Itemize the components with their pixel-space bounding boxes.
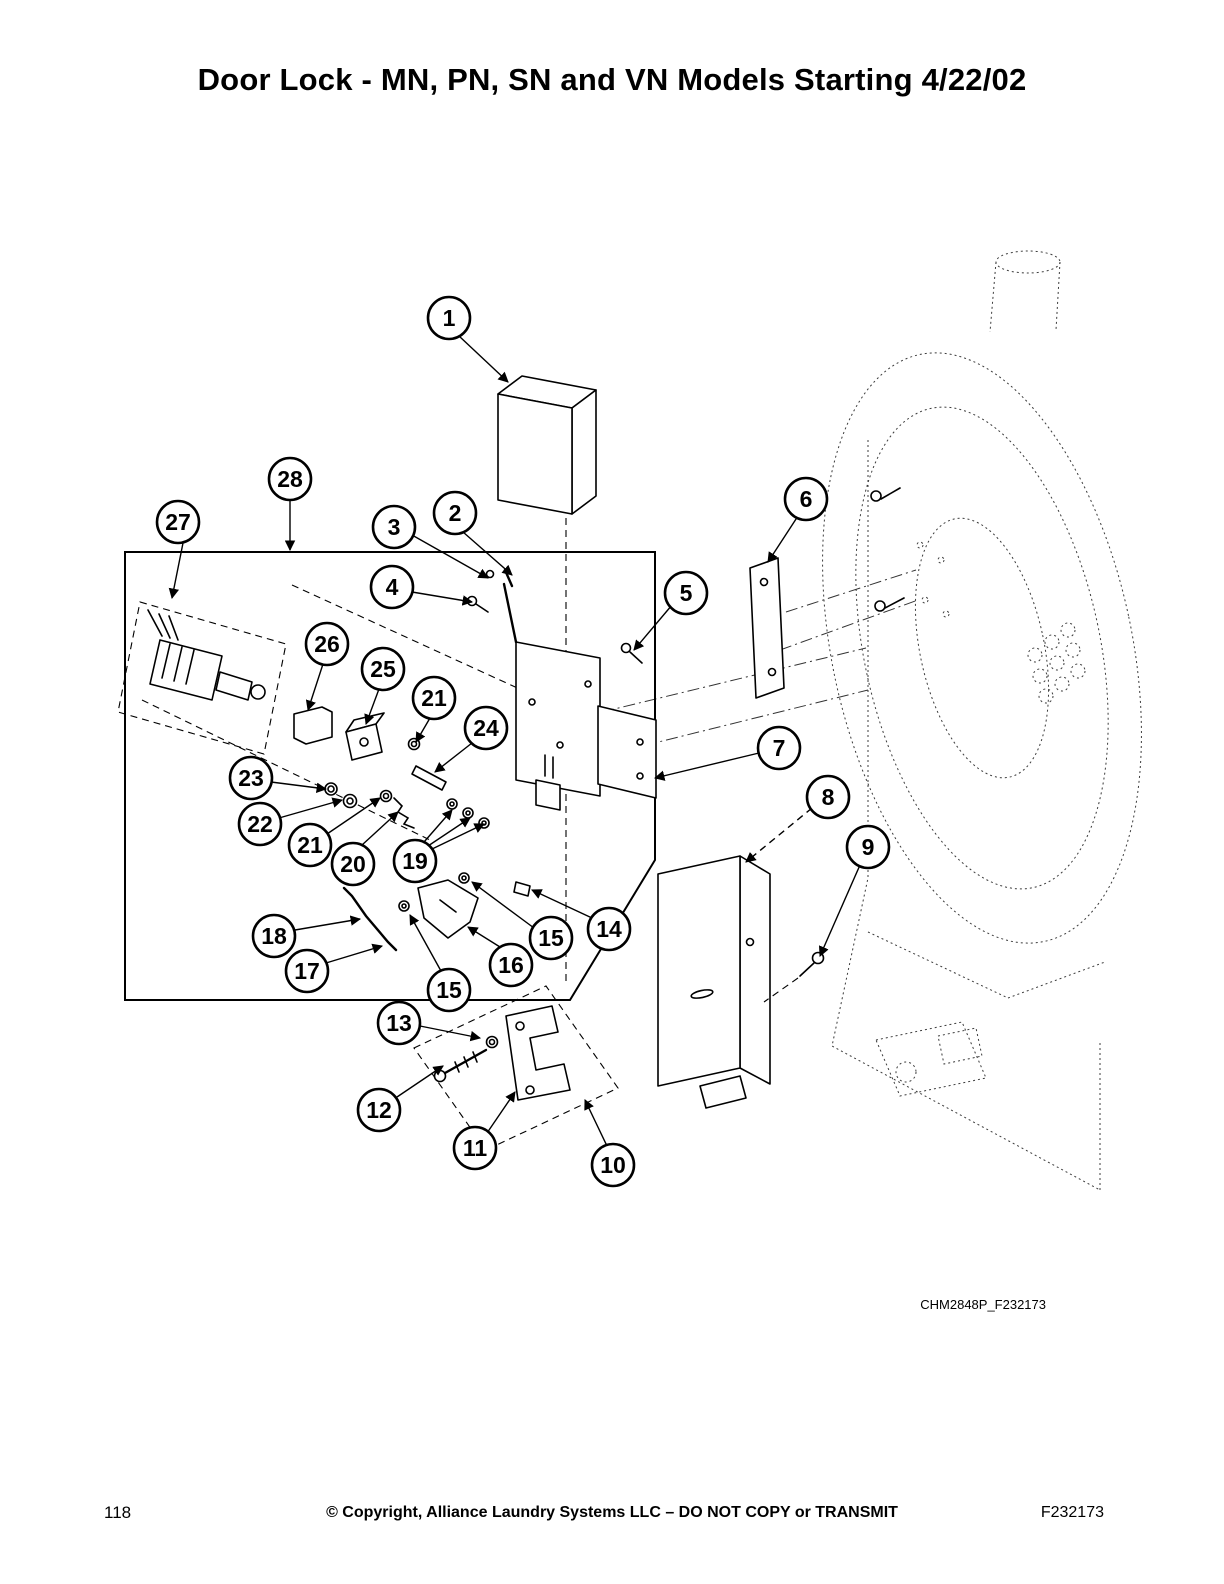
bracket-part-6 bbox=[749, 487, 905, 699]
svg-text:6: 6 bbox=[800, 486, 813, 512]
callout-22: 22 bbox=[237, 801, 283, 847]
callout-16: 16 bbox=[488, 942, 534, 988]
callout-14: 14 bbox=[586, 906, 632, 952]
callout-20: 20 bbox=[330, 841, 376, 887]
cover-part-8 bbox=[657, 855, 825, 1109]
callout-15b: 15 bbox=[426, 967, 472, 1013]
svg-text:14: 14 bbox=[596, 916, 622, 942]
callout-8: 8 bbox=[805, 774, 851, 820]
hardware-row bbox=[324, 737, 490, 829]
svg-text:26: 26 bbox=[314, 631, 340, 657]
page-footer: 118 © Copyright, Alliance Laundry System… bbox=[0, 1503, 1224, 1527]
svg-text:19: 19 bbox=[402, 848, 428, 874]
svg-text:3: 3 bbox=[388, 514, 401, 540]
callout-7: 7 bbox=[756, 725, 802, 771]
svg-text:2: 2 bbox=[449, 500, 462, 526]
lock-mounting-plate bbox=[515, 641, 657, 811]
callout-13: 13 bbox=[376, 1000, 422, 1046]
callout-1: 1 bbox=[426, 295, 472, 341]
cover-part-1 bbox=[497, 375, 597, 515]
page-title: Door Lock - MN, PN, SN and VN Models Sta… bbox=[197, 62, 1027, 97]
switch-and-bracket bbox=[293, 706, 385, 761]
svg-text:1: 1 bbox=[443, 305, 456, 331]
svg-text:22: 22 bbox=[247, 811, 273, 837]
svg-text:28: 28 bbox=[277, 466, 303, 492]
svg-text:9: 9 bbox=[862, 834, 875, 860]
callout-25: 25 bbox=[360, 646, 406, 692]
leader-lines bbox=[168, 335, 861, 1147]
callout-27: 27 bbox=[155, 499, 201, 545]
callout-23: 23 bbox=[228, 755, 274, 801]
svg-text:17: 17 bbox=[294, 958, 320, 984]
callout-21b: 21 bbox=[287, 822, 333, 868]
callout-17: 17 bbox=[284, 948, 330, 994]
callout-26: 26 bbox=[304, 621, 350, 667]
callout-2: 2 bbox=[432, 490, 478, 536]
svg-text:16: 16 bbox=[498, 952, 524, 978]
copyright-text: © Copyright, Alliance Laundry Systems LL… bbox=[326, 1504, 898, 1521]
svg-text:21: 21 bbox=[421, 685, 447, 711]
svg-text:5: 5 bbox=[680, 580, 693, 606]
svg-text:21: 21 bbox=[297, 832, 323, 858]
doc-number: F232173 bbox=[1040, 1504, 1104, 1521]
svg-text:10: 10 bbox=[600, 1152, 626, 1178]
latch-parts bbox=[342, 872, 531, 952]
callout-9: 9 bbox=[845, 824, 891, 870]
figure-code: CHM2848P_F232173 bbox=[920, 1297, 1046, 1312]
callout-21a: 21 bbox=[411, 675, 457, 721]
svg-text:8: 8 bbox=[822, 784, 835, 810]
callout-3: 3 bbox=[371, 504, 417, 550]
callout-6: 6 bbox=[783, 476, 829, 522]
svg-text:4: 4 bbox=[386, 574, 399, 600]
svg-text:25: 25 bbox=[370, 656, 396, 682]
svg-text:24: 24 bbox=[473, 715, 499, 741]
svg-text:7: 7 bbox=[773, 735, 786, 761]
page-number: 118 bbox=[104, 1503, 132, 1522]
solenoid-part-27 bbox=[117, 601, 287, 755]
svg-text:11: 11 bbox=[463, 1135, 488, 1161]
callout-19: 19 bbox=[392, 838, 438, 884]
svg-text:12: 12 bbox=[366, 1097, 392, 1123]
callout-18: 18 bbox=[251, 913, 297, 959]
callout-12: 12 bbox=[356, 1087, 402, 1133]
svg-text:23: 23 bbox=[238, 765, 264, 791]
svg-text:15: 15 bbox=[538, 925, 564, 951]
machine-outline bbox=[822, 250, 1142, 1191]
callout-10: 10 bbox=[590, 1142, 636, 1188]
callout-28: 28 bbox=[267, 456, 313, 502]
striker-bracket-group bbox=[413, 985, 619, 1151]
svg-text:27: 27 bbox=[165, 509, 191, 535]
svg-text:15: 15 bbox=[436, 977, 462, 1003]
svg-text:18: 18 bbox=[261, 923, 287, 949]
callout-5: 5 bbox=[663, 570, 709, 616]
callouts: 1 2 3 4 5 6 7 8 9 10 11 12 13 14 15 15 1… bbox=[155, 295, 891, 1188]
svg-text:13: 13 bbox=[386, 1010, 412, 1036]
svg-text:20: 20 bbox=[340, 851, 366, 877]
callout-11: 11 bbox=[452, 1125, 498, 1171]
callout-4: 4 bbox=[369, 564, 415, 610]
callout-24: 24 bbox=[463, 705, 509, 751]
callout-15a: 15 bbox=[528, 915, 574, 961]
